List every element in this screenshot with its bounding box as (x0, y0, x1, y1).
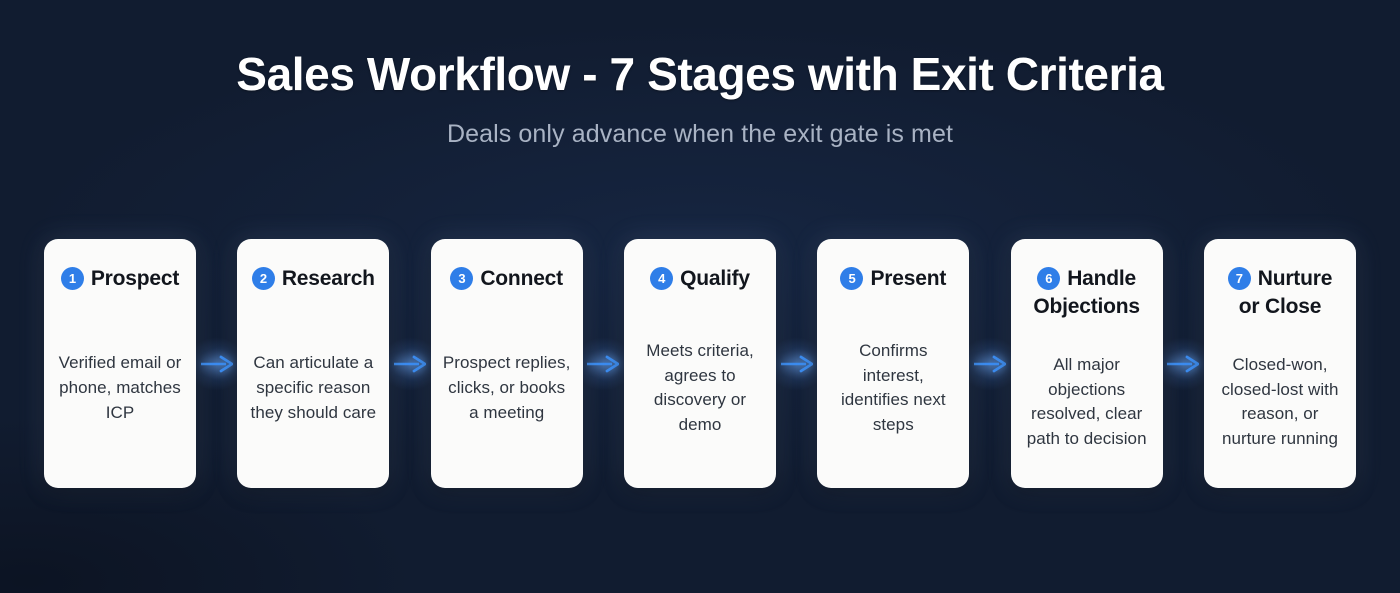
stage-exit-criteria: Confirms interest, identifies next steps (840, 341, 946, 434)
stage-exit-criteria: All major objections resolved, clear pat… (1026, 354, 1147, 448)
stage-header: 5 Present (840, 265, 946, 293)
arrow-right-icon (393, 355, 426, 372)
header: Sales Workflow - 7 Stages with Exit Crit… (0, 48, 1400, 149)
stage-exit-criteria: Prospect replies, clicks, or books a mee… (442, 353, 571, 422)
stage-connector (776, 239, 817, 488)
stage-connector (389, 239, 430, 488)
arrow-right-icon (200, 355, 233, 372)
stage-title: Nurture or Close (1238, 267, 1333, 318)
stage-header: 4 Qualify (650, 265, 750, 293)
stage-number-badge: 7 (1227, 267, 1251, 290)
page-subtitle: Deals only advance when the exit gate is… (446, 119, 954, 148)
stage-exit-criteria: Closed-won, closed-lost with reason, or … (1221, 354, 1339, 448)
arrow-right-icon (973, 355, 1006, 372)
stage-title: Qualify (680, 267, 750, 290)
stage-connector (1163, 239, 1204, 488)
arrow-right-icon (780, 355, 813, 372)
stage-number-badge: 5 (840, 267, 864, 290)
stage-title: Connect (480, 267, 563, 290)
stage-header: 1 Prospect (60, 265, 180, 293)
arrow-right-icon (1167, 355, 1200, 372)
stage-title: Prospect (90, 267, 180, 290)
stage-title: Research (281, 267, 375, 290)
stage-number-badge: 4 (650, 267, 674, 290)
stage-header: 3 Connect (450, 265, 563, 293)
stage-exit-criteria: Meets criteria, agrees to discovery or d… (646, 341, 754, 434)
stage-connector (196, 239, 237, 488)
stage-header: 2 Research (251, 265, 375, 293)
arrow-right-icon (587, 355, 620, 372)
stage-connector (583, 239, 624, 488)
stage-exit-criteria: Verified email or phone, matches ICP (58, 353, 182, 422)
stage-number-badge: 1 (60, 267, 84, 290)
stage-number-badge: 3 (450, 267, 474, 290)
stage-title: Present (870, 267, 947, 290)
stage-number-badge: 6 (1037, 267, 1061, 290)
stage-connector (969, 239, 1010, 488)
stage-exit-criteria: Can articulate a specific reason they sh… (250, 353, 377, 422)
page-title: Sales Workflow - 7 Stages with Exit Crit… (236, 48, 1164, 100)
stage-number-badge: 2 (251, 267, 275, 290)
